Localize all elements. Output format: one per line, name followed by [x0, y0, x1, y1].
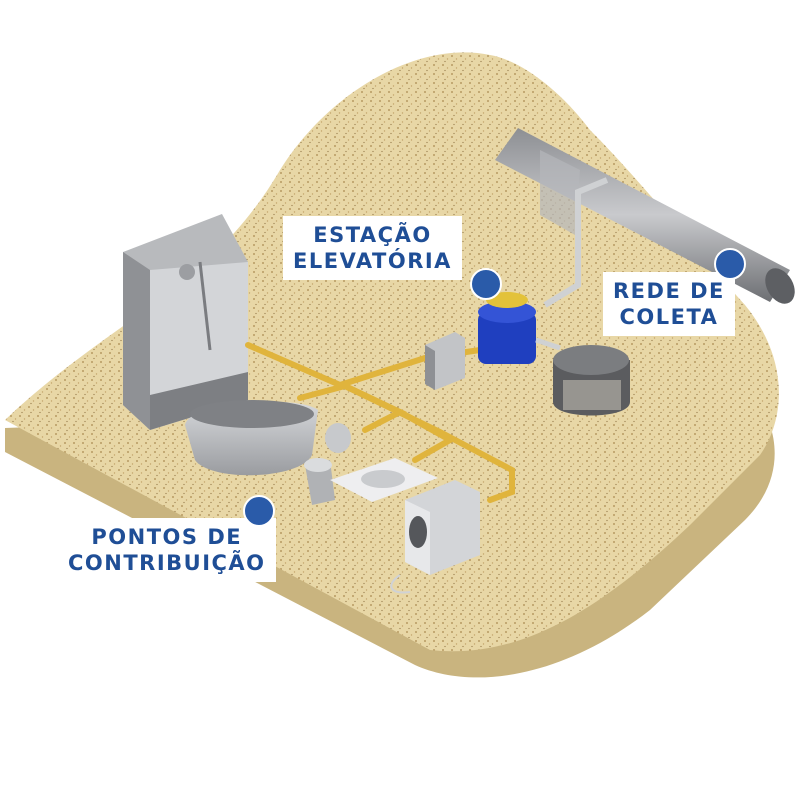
- marker-estacao-elevatoria: [470, 268, 502, 300]
- shower-cabin: [123, 214, 248, 430]
- label-rede-line1: REDE DE: [613, 279, 725, 303]
- label-pontos-line2: CONTRIBUIÇÃO: [68, 551, 266, 575]
- label-pontos-de-contribuicao: PONTOS DE CONTRIBUIÇÃO: [58, 518, 276, 582]
- bathtub: [185, 400, 318, 476]
- control-box: [425, 332, 465, 390]
- label-estacao-line1: ESTAÇÃO: [313, 223, 432, 247]
- toilet: [304, 423, 351, 505]
- label-rede-line2: COLETA: [619, 305, 719, 329]
- gravel-filter: [553, 345, 630, 416]
- label-pontos-line1: PONTOS DE: [91, 525, 243, 549]
- label-rede-de-coleta: REDE DE COLETA: [603, 272, 735, 336]
- label-estacao-line2: ELEVATÓRIA: [293, 249, 452, 273]
- washing-machine: [390, 480, 480, 594]
- label-estacao-elevatoria: ESTAÇÃO ELEVATÓRIA: [283, 216, 462, 280]
- marker-pontos-de-contribuicao: [243, 495, 275, 527]
- sink: [330, 458, 438, 502]
- marker-rede-de-coleta: [714, 248, 746, 280]
- estacao-elevatoria-tank: [478, 292, 561, 364]
